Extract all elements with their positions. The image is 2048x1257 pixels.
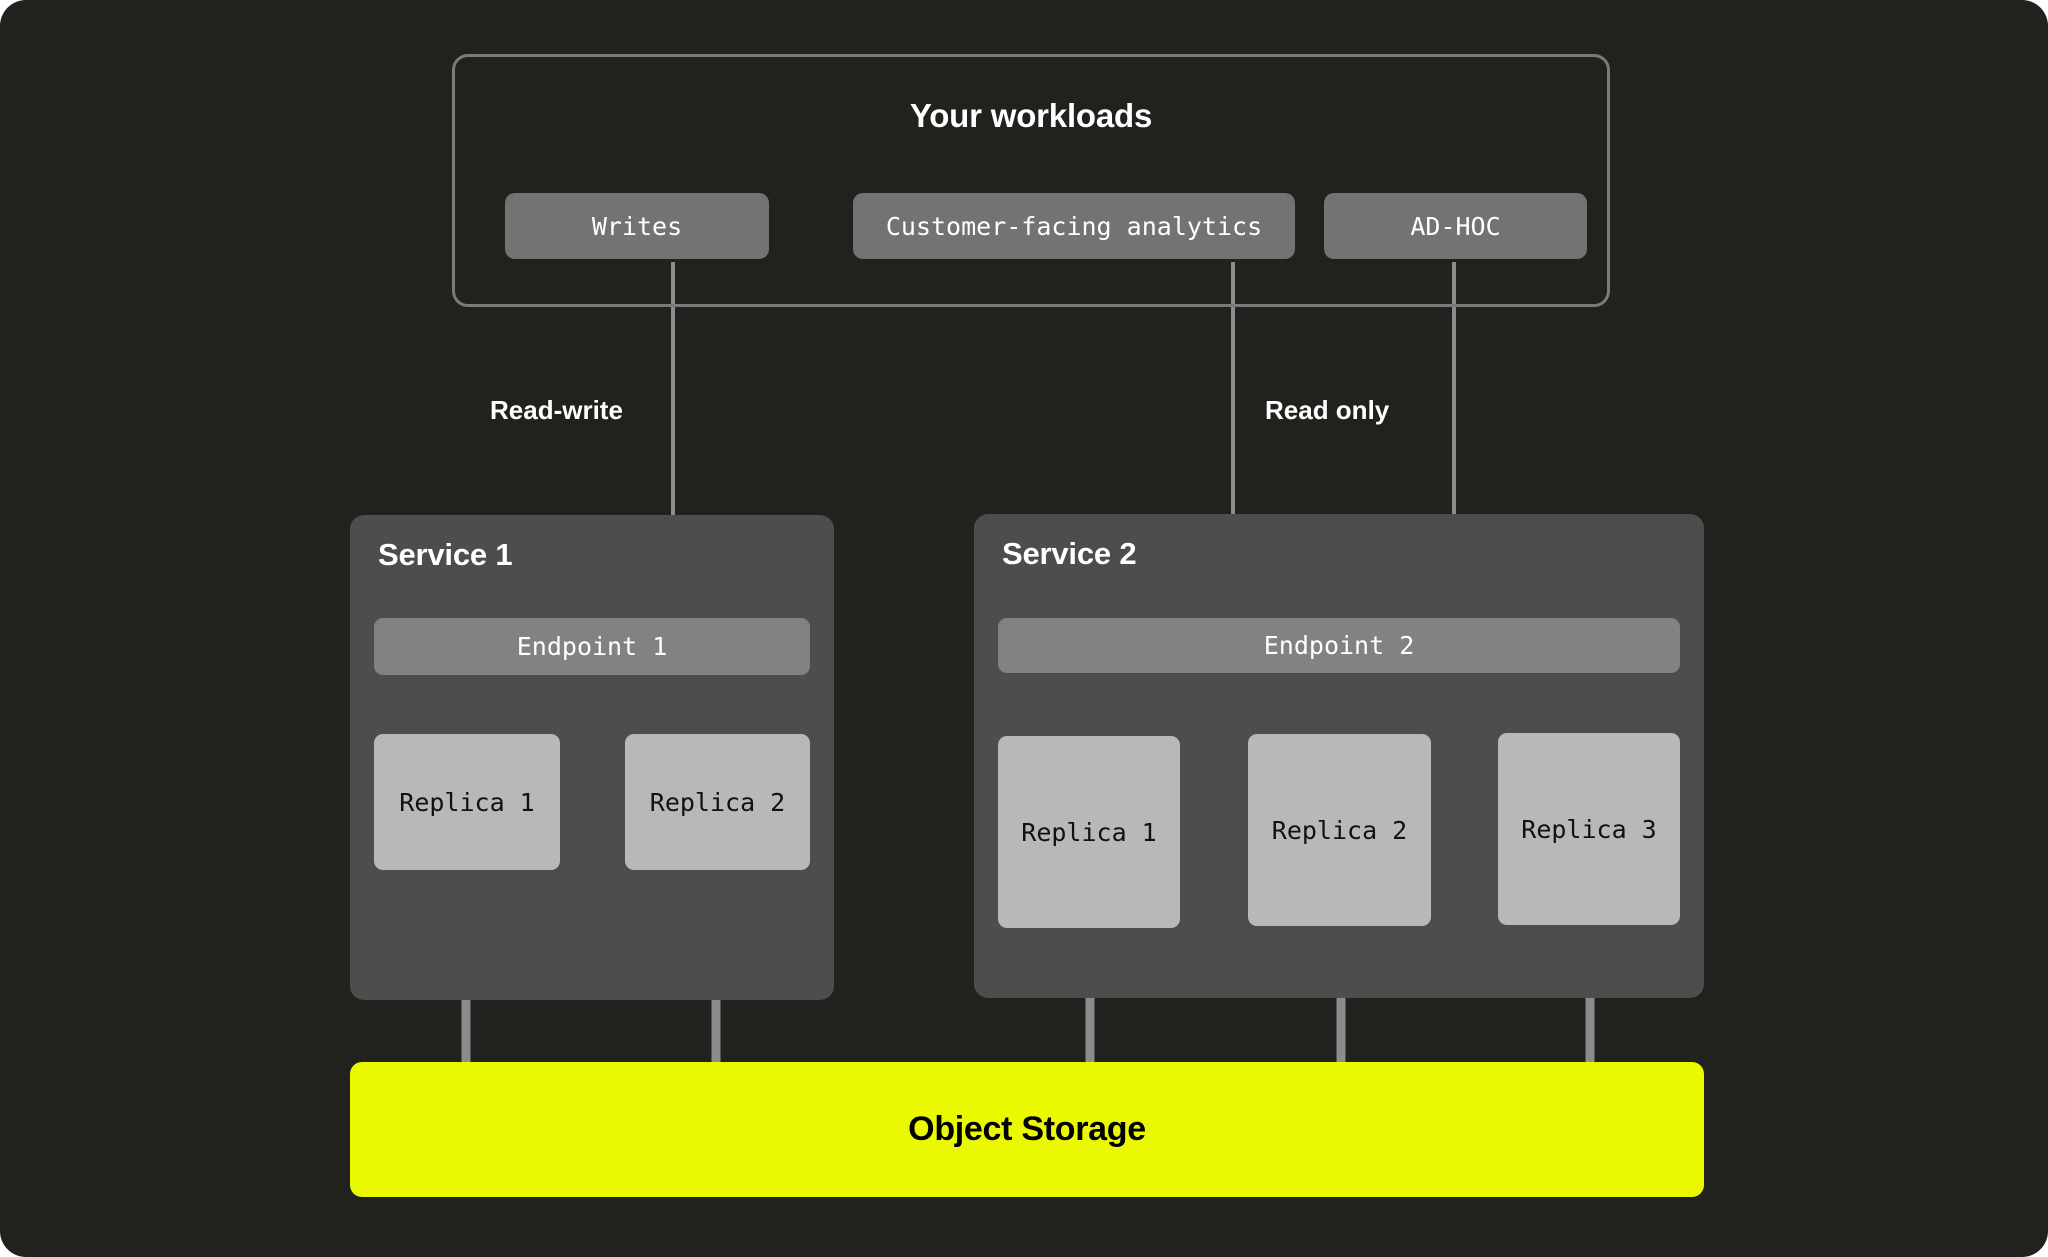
flow-label-read-only: Read only [1265,395,1390,425]
endpoint-1[interactable]: Endpoint 1 [374,618,810,675]
workload-chip-writes[interactable]: Writes [505,193,769,259]
object-storage-label: Object Storage [908,1110,1146,1148]
service-2-title: Service 2 [1002,536,1137,571]
workload-chip-group: Writes Customer-facing analytics AD-HOC [479,193,1587,259]
endpoint-2[interactable]: Endpoint 2 [998,618,1680,673]
workloads-title: Your workloads [909,97,1153,134]
service-1-replica-1[interactable]: Replica 1 [374,734,560,870]
service-2-replica-1[interactable]: Replica 1 [998,736,1180,928]
service-panel-2: Service 2 Endpoint 2 Replica 1 Replica 2… [974,514,1704,998]
service-2-replica-2[interactable]: Replica 2 [1248,734,1431,926]
service-2-replica-3[interactable]: Replica 3 [1498,733,1680,925]
service-panel-1: Service 1 Endpoint 1 Replica 1 Replica 2 [350,515,834,1000]
workload-chip-customer-facing-analytics[interactable]: Customer-facing analytics [853,193,1295,259]
service-1-replica-2[interactable]: Replica 2 [625,734,810,870]
workload-chip-ad-hoc[interactable]: AD-HOC [1324,193,1587,259]
flow-label-read-write: Read-write [490,395,623,425]
workloads-panel: Your workloads Writes Customer-facing an… [452,54,1610,307]
service-1-title: Service 1 [378,537,513,572]
object-storage-bar[interactable]: Object Storage [350,1062,1704,1197]
